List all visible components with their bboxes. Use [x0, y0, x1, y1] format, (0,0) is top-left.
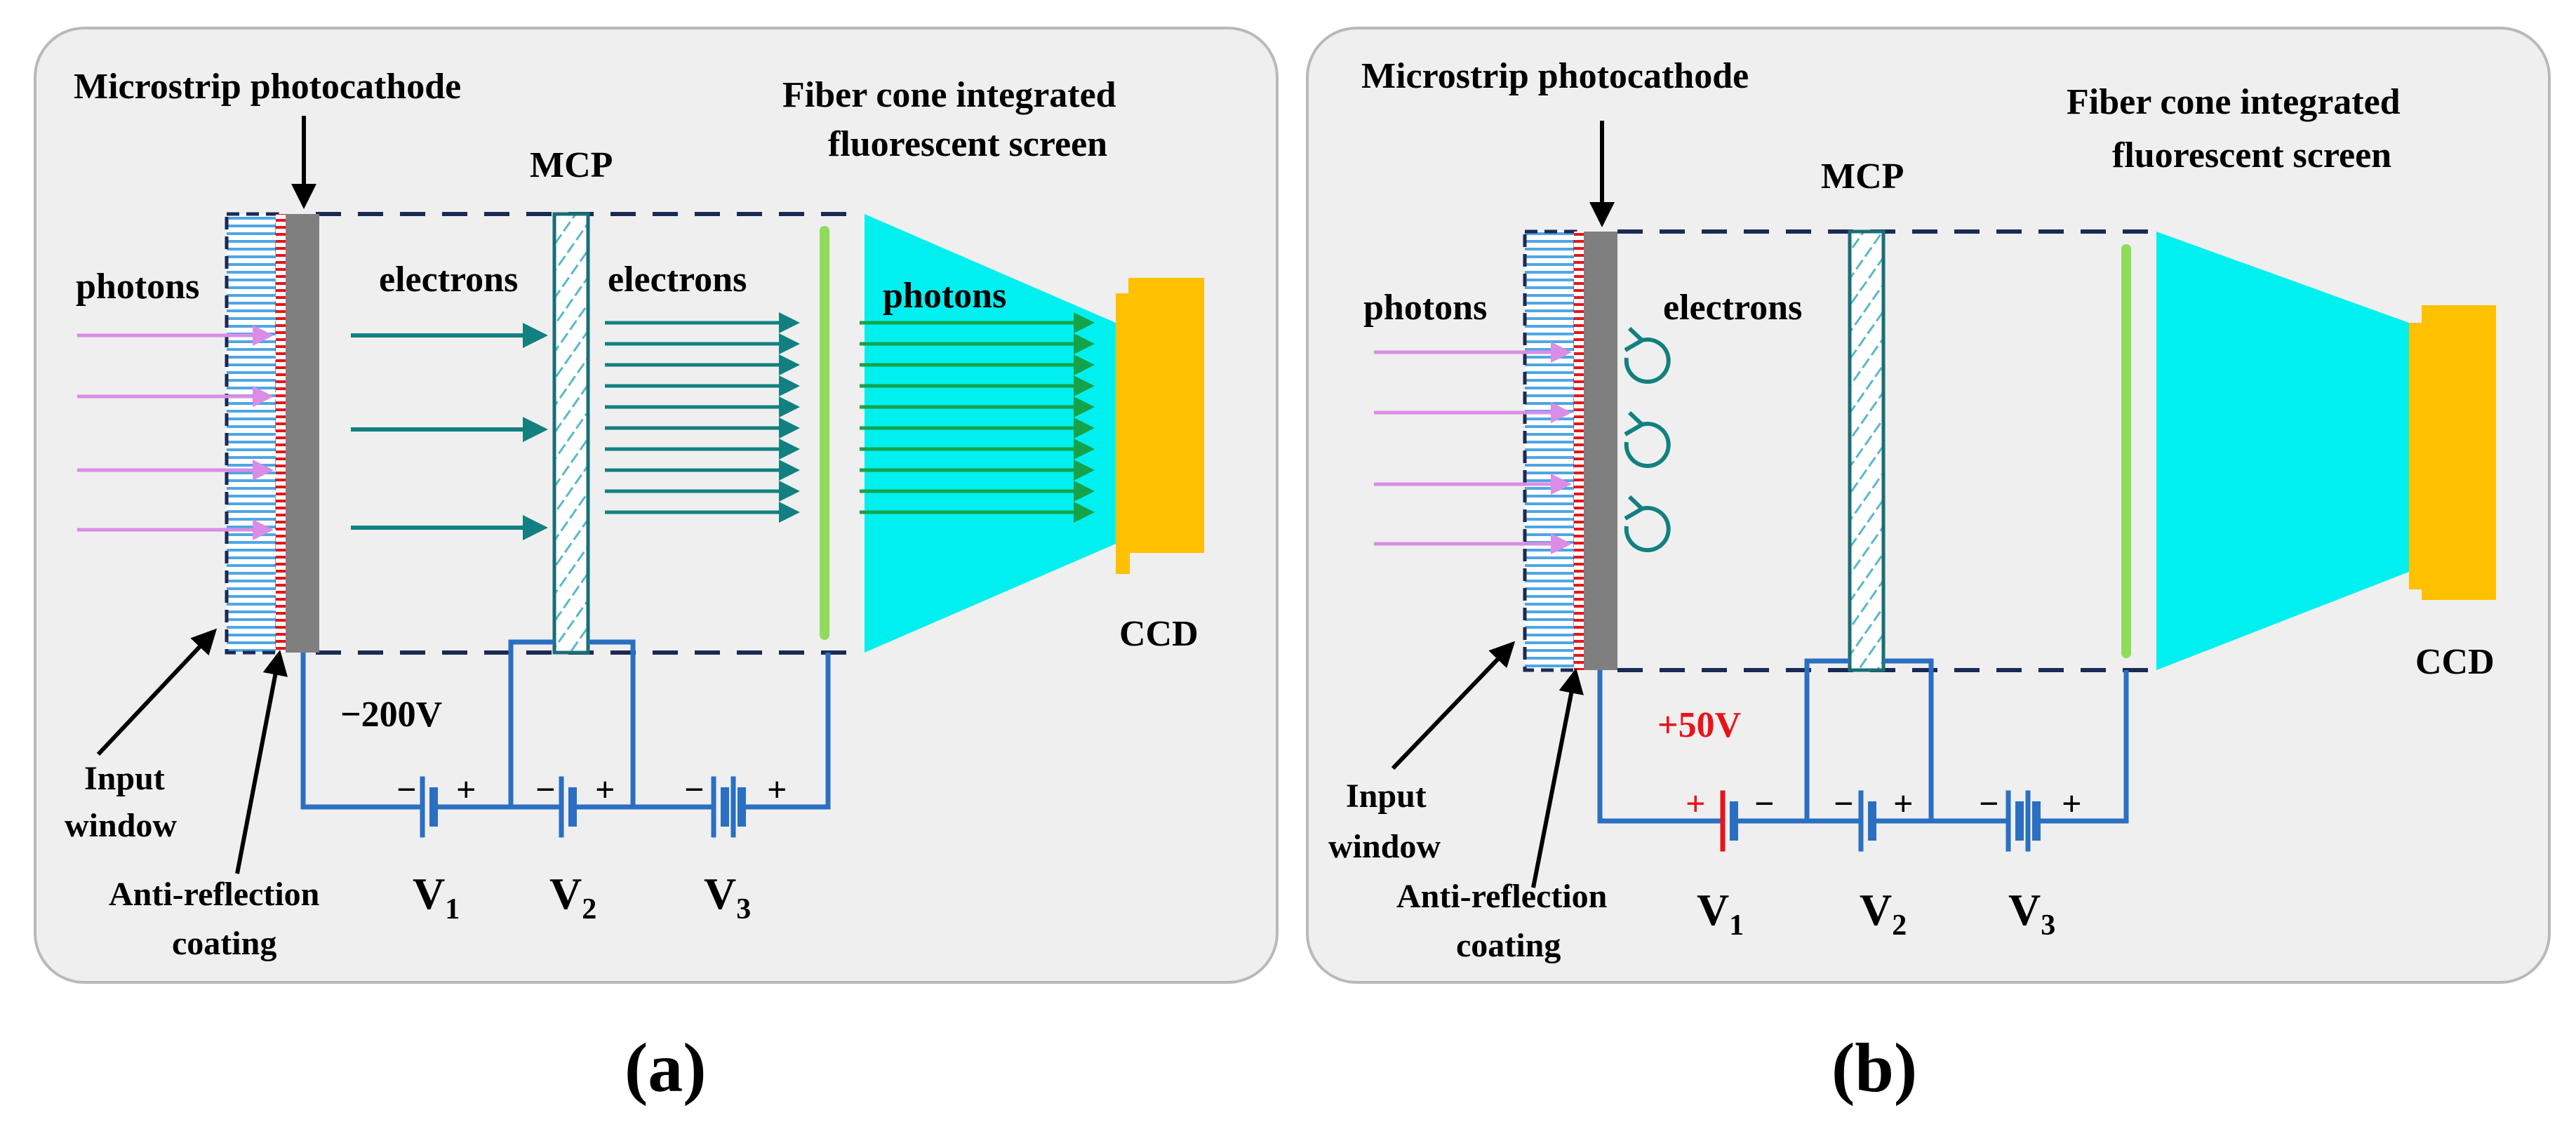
battery-v3: [2006, 790, 2041, 852]
battery-v3-plus: +: [2062, 784, 2082, 823]
battery-v2-plus: +: [1893, 784, 1914, 823]
input-window: [1523, 229, 1577, 672]
photons-in-label: photons: [1363, 288, 1487, 328]
anti-reflection-coating: [276, 214, 286, 653]
electrons-label-2: electrons: [608, 260, 747, 300]
battery-v2-minus: −: [535, 770, 556, 809]
photocathode: [286, 214, 319, 653]
coating-label-1: Anti-reflection: [1396, 878, 1607, 915]
battery-v3-minus: −: [684, 770, 705, 809]
battery-v1: [420, 776, 438, 838]
ccd-sensor: [2409, 323, 2423, 589]
bias-circuit: [1597, 658, 2129, 852]
battery-v2-plus: +: [595, 770, 615, 809]
electrons-label-1: electrons: [379, 260, 518, 300]
battery-v1-minus: −: [1754, 784, 1775, 823]
coating-pointer-arrow: [235, 650, 288, 874]
v2-label: V2: [1860, 885, 1907, 942]
screen-label-line1: Fiber cone integrated: [2067, 82, 2401, 122]
incoming-photon-arrows: [77, 325, 274, 540]
battery-v3-minus: −: [1979, 784, 1999, 823]
ccd-body: [1128, 278, 1204, 553]
returning-electron-loops: [1624, 326, 1671, 552]
photons-in-label: photons: [76, 267, 199, 307]
ccd-body: [2422, 305, 2496, 600]
panel-a: Microstrip photocathode MCP Fiber cone i…: [34, 27, 1279, 1107]
ccd-sensor: [1116, 293, 1130, 574]
bias-circuit: [300, 639, 831, 838]
mcp-plate: [552, 212, 590, 655]
fluorescent-screen: [820, 226, 829, 640]
coating-pointer-arrow: [1531, 668, 1584, 888]
panel-b-caption: (b): [1831, 1029, 1917, 1107]
electrons-label-1: electrons: [1663, 288, 1802, 328]
ccd-label: CCD: [1119, 614, 1199, 654]
mcp-label: MCP: [530, 145, 613, 185]
input-window-label-1: Input: [84, 760, 165, 797]
v3-label: V3: [704, 869, 751, 926]
electron-arrows: [351, 323, 548, 540]
mcp-label: MCP: [1821, 156, 1904, 196]
battery-v1-plus: +: [1686, 784, 1706, 823]
input-window: [225, 212, 279, 655]
battery-v3-plus: +: [767, 770, 787, 809]
coating-label-1: Anti-reflection: [109, 876, 319, 913]
fiber-cone: [2156, 232, 2409, 670]
incoming-photon-arrows: [1374, 342, 1572, 554]
anti-reflection-coating: [1574, 232, 1584, 670]
v1-label: V1: [413, 869, 460, 926]
fluorescent-screen: [2121, 244, 2131, 658]
photocathode: [1584, 232, 1617, 670]
screen-label-line2: fluorescent screen: [828, 124, 1107, 164]
battery-v2: [559, 776, 577, 838]
screen-label-line1: Fiber cone integrated: [782, 75, 1116, 115]
output-photon-arrows: [860, 312, 1095, 523]
screen-label-line2: fluorescent screen: [2112, 135, 2391, 175]
input-window-pointer-arrow: [96, 628, 218, 756]
battery-v1-plus: +: [456, 770, 476, 809]
coating-label-2: coating: [172, 925, 276, 962]
mcp-plate: [1848, 229, 1886, 672]
v3-label: V3: [2008, 885, 2055, 942]
battery-v2: [1858, 790, 1876, 852]
voltage-label: −200V: [340, 695, 442, 735]
multiplied-electron-arrows: [605, 312, 800, 523]
voltage-label: +50V: [1657, 705, 1741, 745]
panel-a-caption: (a): [625, 1029, 707, 1107]
ccd-label: CCD: [2415, 642, 2495, 682]
cathode-label: Microstrip photocathode: [74, 67, 461, 107]
panel-b: Microstrip photocathode MCP Fiber cone i…: [1306, 27, 2551, 1107]
input-window-label-2: window: [1328, 828, 1441, 865]
input-window-label-1: Input: [1346, 777, 1427, 815]
photons-out-label: photons: [883, 276, 1006, 316]
input-window-label-2: window: [65, 807, 177, 844]
battery-v2-minus: −: [1834, 784, 1854, 823]
battery-v3: [711, 776, 746, 838]
v2-label: V2: [549, 869, 596, 926]
battery-v1-minus: −: [396, 770, 417, 809]
cathode-label: Microstrip photocathode: [1361, 56, 1749, 96]
input-window-pointer-arrow: [1391, 641, 1516, 770]
v1-label: V1: [1697, 885, 1744, 942]
battery-v1: [1720, 790, 1738, 852]
coating-label-2: coating: [1456, 927, 1561, 964]
